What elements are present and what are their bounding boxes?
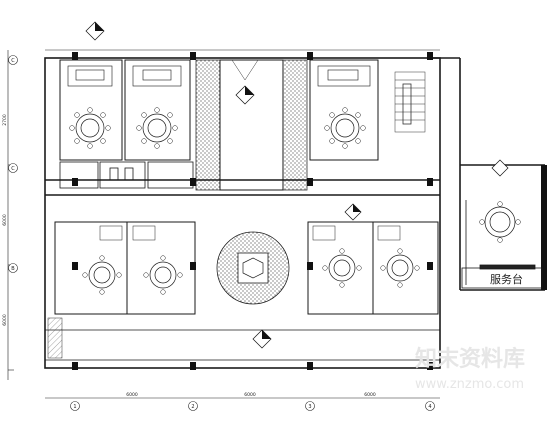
axis-bubble — [8, 163, 18, 173]
lobby-feature — [216, 231, 290, 305]
service-zone — [461, 200, 543, 289]
room-vip-2 — [124, 59, 191, 161]
dimension-text: 6000 — [364, 392, 376, 398]
axis-bubble — [425, 401, 435, 411]
axis-bubble — [8, 55, 18, 65]
axis-label-left: C — [11, 166, 15, 172]
bottom-corridor — [45, 329, 440, 361]
restroom-block — [59, 161, 194, 189]
room-vip-1 — [59, 59, 123, 161]
decor-panel — [195, 59, 221, 191]
axis-label-left: C — [11, 58, 15, 64]
dimension-text: 6000 — [126, 392, 138, 398]
service-counter-label: 服务台 — [490, 272, 523, 286]
watermark-title: 知末资料库 — [415, 346, 525, 372]
axis-bubble — [305, 401, 315, 411]
table-set — [88, 206, 516, 289]
chairs — [82, 201, 521, 295]
dimension-text: 6000 — [244, 392, 256, 398]
chairs — [69, 107, 366, 149]
structural-columns — [72, 52, 547, 370]
lobby-top — [219, 59, 284, 191]
entrance-swing — [231, 59, 259, 81]
section-markers-fill — [95, 22, 361, 339]
axis-bubble — [8, 263, 18, 273]
axis-label-left: B — [11, 266, 15, 272]
dimension-text: 2700 — [2, 114, 8, 126]
fixtures — [99, 225, 401, 241]
axis-label-bottom: 1 — [73, 404, 76, 410]
watermark-url: www.znzmo.com — [415, 377, 524, 392]
room-vip-3 — [309, 59, 379, 161]
staircase — [394, 71, 426, 133]
table-set — [75, 113, 360, 143]
dimension-text: 6000 — [2, 214, 8, 226]
grid-axes — [8, 55, 435, 411]
watermark: 知末资料库 www.znzmo.com — [415, 346, 525, 392]
planter — [47, 317, 63, 359]
dimension-text: 6000 — [2, 314, 8, 326]
room-vip-7 — [372, 221, 439, 315]
axis-label-bottom: 2 — [191, 404, 194, 410]
axis-label-bottom: 3 — [308, 404, 311, 410]
dimension-lines — [7, 49, 440, 399]
axis-label-bottom: 4 — [428, 404, 431, 410]
decor-panel — [282, 59, 308, 191]
axis-bubble — [70, 401, 80, 411]
axis-bubble — [188, 401, 198, 411]
